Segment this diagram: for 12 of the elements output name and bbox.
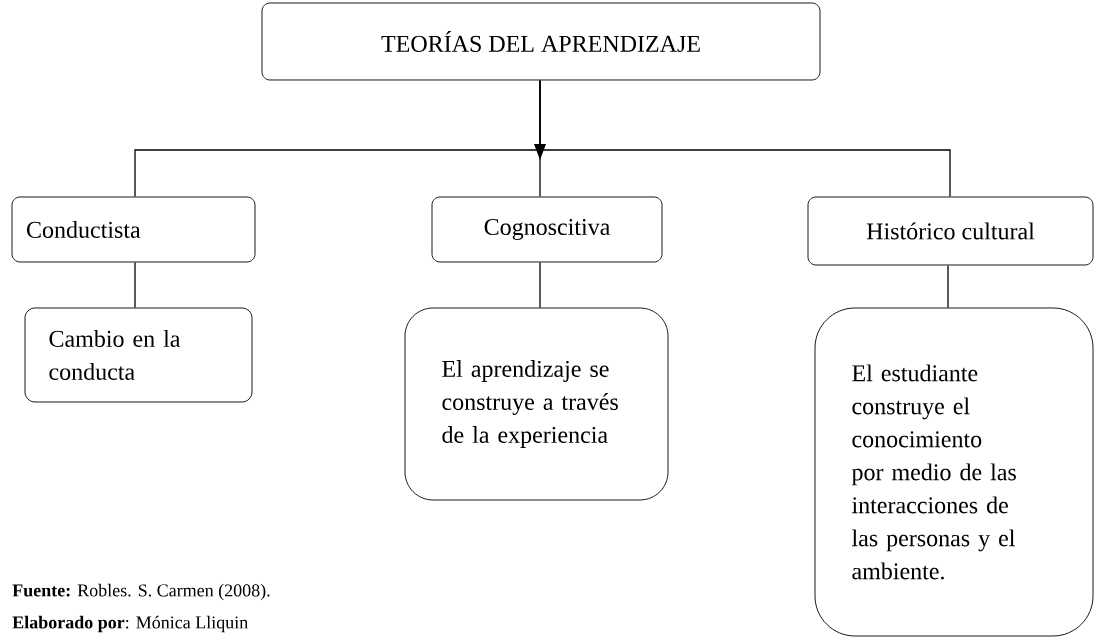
- connector-line: [539, 261, 541, 309]
- source-note: Fuente: Robles. S. Carmen (2008).: [12, 583, 270, 601]
- text-box: El estudiante construye el conocimiento por medio de las interacciones de las personas y el ambiente.: [814, 307, 1094, 637]
- text-box: Conductista: [11, 196, 256, 263]
- text-box: TEORÍAS DEL APRENDIZAJE: [261, 2, 821, 81]
- connector-line: [134, 261, 136, 309]
- text-box: Cambio en la conducta: [24, 307, 253, 403]
- text-box: El aprendizaje se construye a través de la experiencia: [404, 307, 669, 501]
- source-note: Elaborado por: Mónica Lliquin: [12, 615, 248, 633]
- connector-line: [947, 264, 949, 309]
- text-box: Histórico cultural: [807, 196, 1094, 266]
- text-box: Cognoscitiva: [431, 196, 663, 263]
